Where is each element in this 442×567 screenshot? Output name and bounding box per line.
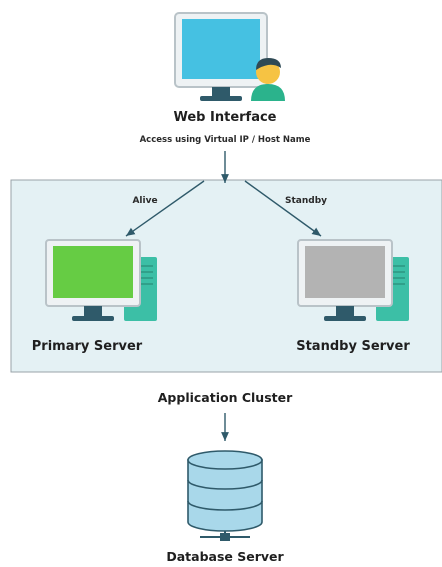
arrow-alive-to-primary — [125, 180, 205, 237]
database-node: Database Server — [166, 450, 284, 564]
application-cluster-label: Application Cluster — [158, 390, 293, 405]
standby-server-node: Standby Server — [296, 239, 410, 354]
standby-label: Standby — [285, 196, 327, 206]
web-interface-title: Web Interface — [173, 110, 276, 125]
desktop-computer-icon — [297, 239, 409, 321]
primary-server-node: Primary Server — [32, 239, 157, 354]
arrow-standby-to-standby-server — [244, 180, 322, 237]
standby-server-label: Standby Server — [296, 339, 410, 354]
standby-screen — [305, 246, 385, 298]
user-icon — [251, 58, 285, 101]
desktop-computer-icon — [45, 239, 157, 321]
database-server-label: Database Server — [166, 549, 284, 564]
monitor-icon — [174, 12, 268, 101]
primary-screen — [53, 246, 133, 298]
web-interface-node: Web Interface Access using Virtual IP / … — [140, 12, 311, 145]
alive-label: Alive — [132, 196, 157, 206]
database-icon — [187, 450, 263, 541]
web-interface-subtitle: Access using Virtual IP / Host Name — [140, 135, 311, 145]
primary-server-label: Primary Server — [32, 339, 143, 354]
